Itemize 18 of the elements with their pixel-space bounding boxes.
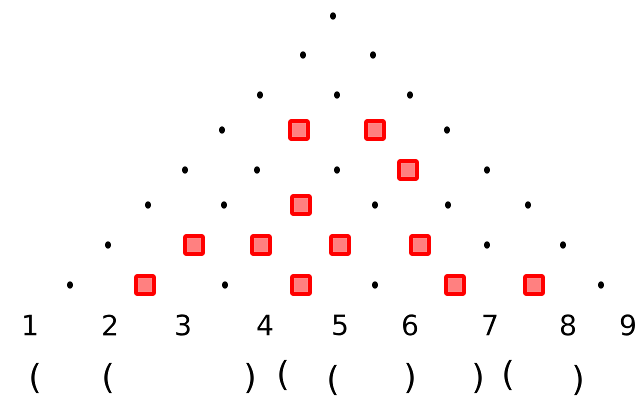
parenthesis: ): [246, 362, 254, 394]
parenthesis: (: [31, 362, 39, 394]
parenthesis: ): [474, 362, 482, 394]
number-label: 9: [620, 314, 635, 336]
number-label: 2: [103, 314, 116, 336]
number-label: 3: [176, 314, 190, 336]
parenthesis: (: [329, 364, 337, 396]
parenthesis: (: [279, 360, 287, 390]
parenthesis: (: [504, 360, 512, 390]
number-label: 8: [561, 314, 575, 336]
parenthesis: ): [406, 362, 414, 394]
number-label: 4: [257, 314, 272, 336]
number-label: 1: [24, 314, 36, 336]
number-label: 6: [403, 314, 418, 336]
number-label: 7: [483, 314, 497, 336]
parenthesis: ): [574, 364, 582, 396]
number-label: 5: [333, 314, 346, 336]
parenthesis: (: [104, 362, 112, 394]
